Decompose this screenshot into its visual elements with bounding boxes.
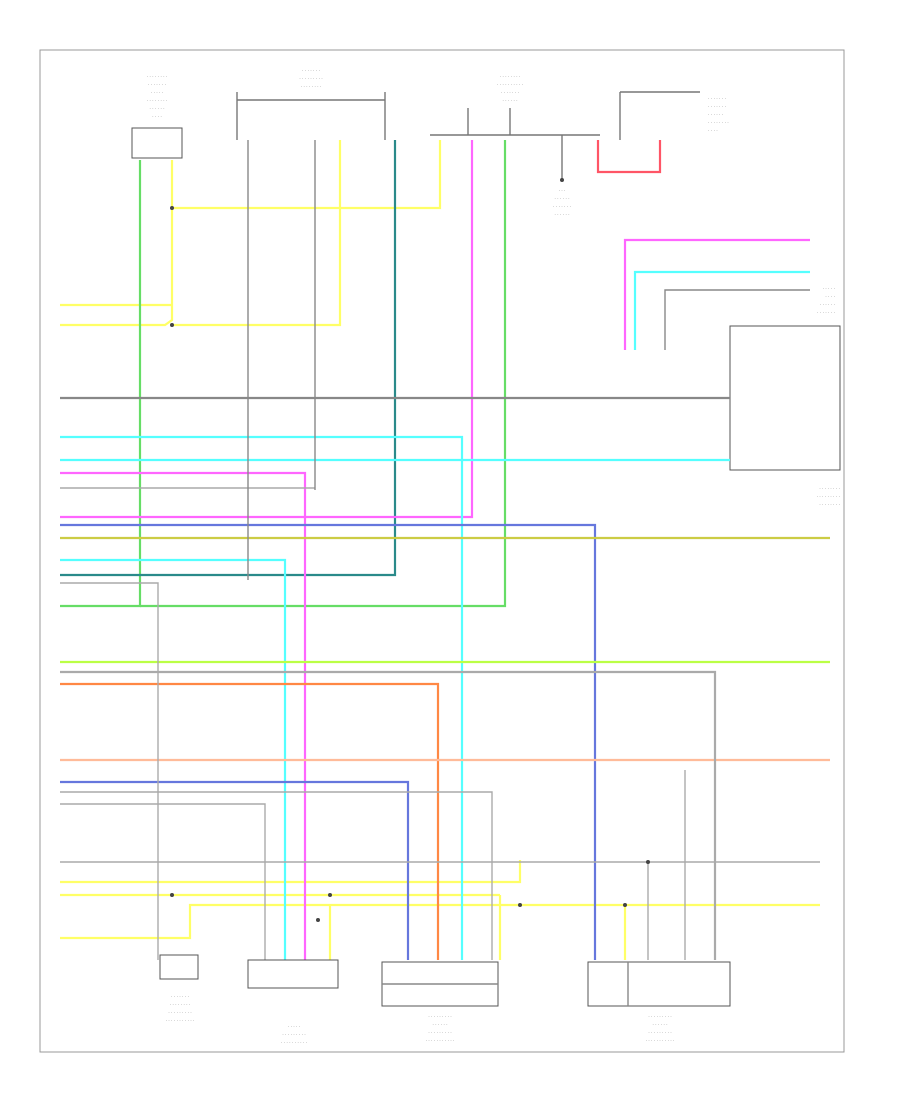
svg-text:· · · ·: · · · ·: [152, 114, 162, 119]
svg-text:· · · ·: · · · ·: [708, 128, 718, 133]
top-right-sensor-connector: · · · · · · · · · · · · · · · · · · · · …: [430, 74, 600, 136]
svg-text:· · · · ·: · · · · ·: [823, 286, 836, 291]
svg-text:· · · · · · · ·: · · · · · · · ·: [147, 74, 168, 79]
svg-text:· · · · · ·: · · · · · ·: [554, 212, 569, 217]
svg-text:· · · · · ·: · · · · · ·: [554, 196, 569, 201]
wire-green-3: [60, 140, 397, 577]
right-sensor-box: · · · · · · · · · · · · · · · · · · · · …: [817, 286, 835, 315]
wire-pink-2: [60, 140, 474, 519]
svg-text:· · · · · · ·: · · · · · · ·: [302, 68, 320, 73]
diagram-frame: [39, 49, 845, 1053]
svg-text:· · · · · · · · · ·: · · · · · · · · · ·: [281, 1040, 307, 1045]
wire-gray-3: [60, 582, 159, 960]
svg-text:· · · · · ·: · · · · · ·: [708, 112, 723, 117]
svg-text:· · · · · · · · · · ·: · · · · · · · · · · ·: [166, 1018, 195, 1023]
left-actuator-module: · · · · · · · · · · · · · · · · · · · · …: [381, 961, 499, 1043]
svg-text:· · · · · · · · ·: · · · · · · · · ·: [428, 1014, 452, 1019]
wire-gray-5: [60, 803, 266, 960]
svg-text:· · · · · · · · ·: · · · · · · · · ·: [282, 1032, 306, 1037]
svg-text:· · · · · · ·: · · · · · · ·: [708, 104, 726, 109]
svg-text:· · · · · · ·: · · · · · · ·: [148, 82, 166, 87]
wire-green-2: [140, 140, 507, 608]
svg-text:· · · · · · · · ·: · · · · · · · · ·: [168, 1010, 192, 1015]
wire-blue-2: [60, 780, 410, 960]
svg-text:· · · · · · · ·: · · · · · · · ·: [147, 98, 168, 103]
svg-text:· · · · · ·: · · · · · ·: [432, 1022, 447, 1027]
bottom-sensor-1: · · · · · · · · · · · · · · · · · · · · …: [159, 954, 199, 1023]
svg-text:· · ·: · · ·: [559, 188, 566, 193]
wire-cyan-1: [60, 435, 464, 960]
svg-text:· · · · · · · · ·: · · · · · · · · ·: [817, 494, 841, 499]
wire-pink-1: [60, 471, 307, 960]
svg-text:· · · · · · · · · · ·: · · · · · · · · · · ·: [646, 1038, 675, 1043]
svg-text:· · · · · · ·: · · · · · · ·: [817, 310, 835, 315]
svg-text:· · · · · ·: · · · · · ·: [820, 302, 835, 307]
wire-cyan-4: [633, 270, 810, 350]
svg-text:· · · · · · ·: · · · · · · ·: [501, 90, 519, 95]
wire-pink-3: [623, 238, 810, 350]
svg-text:· · · · · · · ·: · · · · · · · ·: [500, 74, 521, 79]
svg-text:· · · ·: · · · ·: [825, 294, 835, 299]
wire-blue-1: [60, 523, 597, 960]
svg-text:· · · · · · · · · · ·: · · · · · · · · · · ·: [426, 1038, 455, 1043]
svg-text:· · · · · · · · ·: · · · · · · · · ·: [428, 1030, 452, 1035]
svg-text:· · · · · ·: · · · · · ·: [149, 106, 164, 111]
wire-orange-1: [60, 682, 440, 960]
svg-text:· · · · · · · ·: · · · · · · · ·: [819, 486, 840, 491]
wire-yellow-2: [172, 140, 342, 327]
svg-text:· · · · · · · · ·: · · · · · · · · ·: [299, 76, 323, 81]
svg-text:· · · · ·: · · · · ·: [151, 90, 164, 95]
svg-text:· · · · · ·: · · · · · ·: [652, 1022, 667, 1027]
splice-points: [170, 206, 650, 922]
svg-text:· · · · ·: · · · · ·: [288, 1024, 301, 1029]
wire-yellow-5: [60, 860, 522, 884]
wire-gray-2: [60, 670, 717, 960]
wire-yellow-7: [60, 903, 627, 960]
wire-gray-4: [60, 791, 493, 960]
right-actuator-module: · · · · · · · · · · · · · · · · · · · · …: [587, 961, 731, 1043]
right-control-module: · · · · · · · · · · · · · · · · · · · · …: [729, 325, 841, 507]
top-center-module: · · · · · · · · · · · · · · · · · · · · …: [236, 68, 386, 140]
wire-cyan-3: [60, 558, 287, 960]
wire-red-1: [596, 140, 662, 174]
svg-text:· · · · · · ·: · · · · · · ·: [171, 994, 189, 999]
svg-text:· · · · · · · · ·: · · · · · · · · ·: [648, 1014, 672, 1019]
wire-yellow-3: [172, 140, 442, 210]
svg-text:· · · · · · · ·: · · · · · · · ·: [170, 1002, 191, 1007]
wire-yellow-1: [60, 160, 174, 327]
svg-text:· · · · · · · ·: · · · · · · · ·: [301, 84, 322, 89]
top-left-sensor: · · · · · · · · · · · · · · · · · · · · …: [131, 74, 183, 159]
svg-text:· · · · · · ·: · · · · · · ·: [708, 96, 726, 101]
bottom-sensor-2: · · · · · · · · · · · · · · · · · · · · …: [247, 959, 339, 1045]
ground-point: · · · · · · · · · · · · · · · · · · · · …: [553, 135, 571, 217]
svg-text:· · · · · · · · ·: · · · · · · · · ·: [648, 1030, 672, 1035]
svg-text:· · · · · · · ·: · · · · · · · ·: [819, 502, 840, 507]
svg-text:· · · · · · ·: · · · · · · ·: [553, 204, 571, 209]
wire-dark-3: [664, 289, 810, 350]
svg-text:· · · · · · · · · ·: · · · · · · · · · ·: [497, 82, 523, 87]
top-far-right-module: · · · · · · · · · · · · · · · · · · · · …: [619, 91, 729, 140]
svg-text:· · · · · · · ·: · · · · · · · ·: [708, 120, 729, 125]
svg-text:· · · · · ·: · · · · · ·: [502, 98, 517, 103]
